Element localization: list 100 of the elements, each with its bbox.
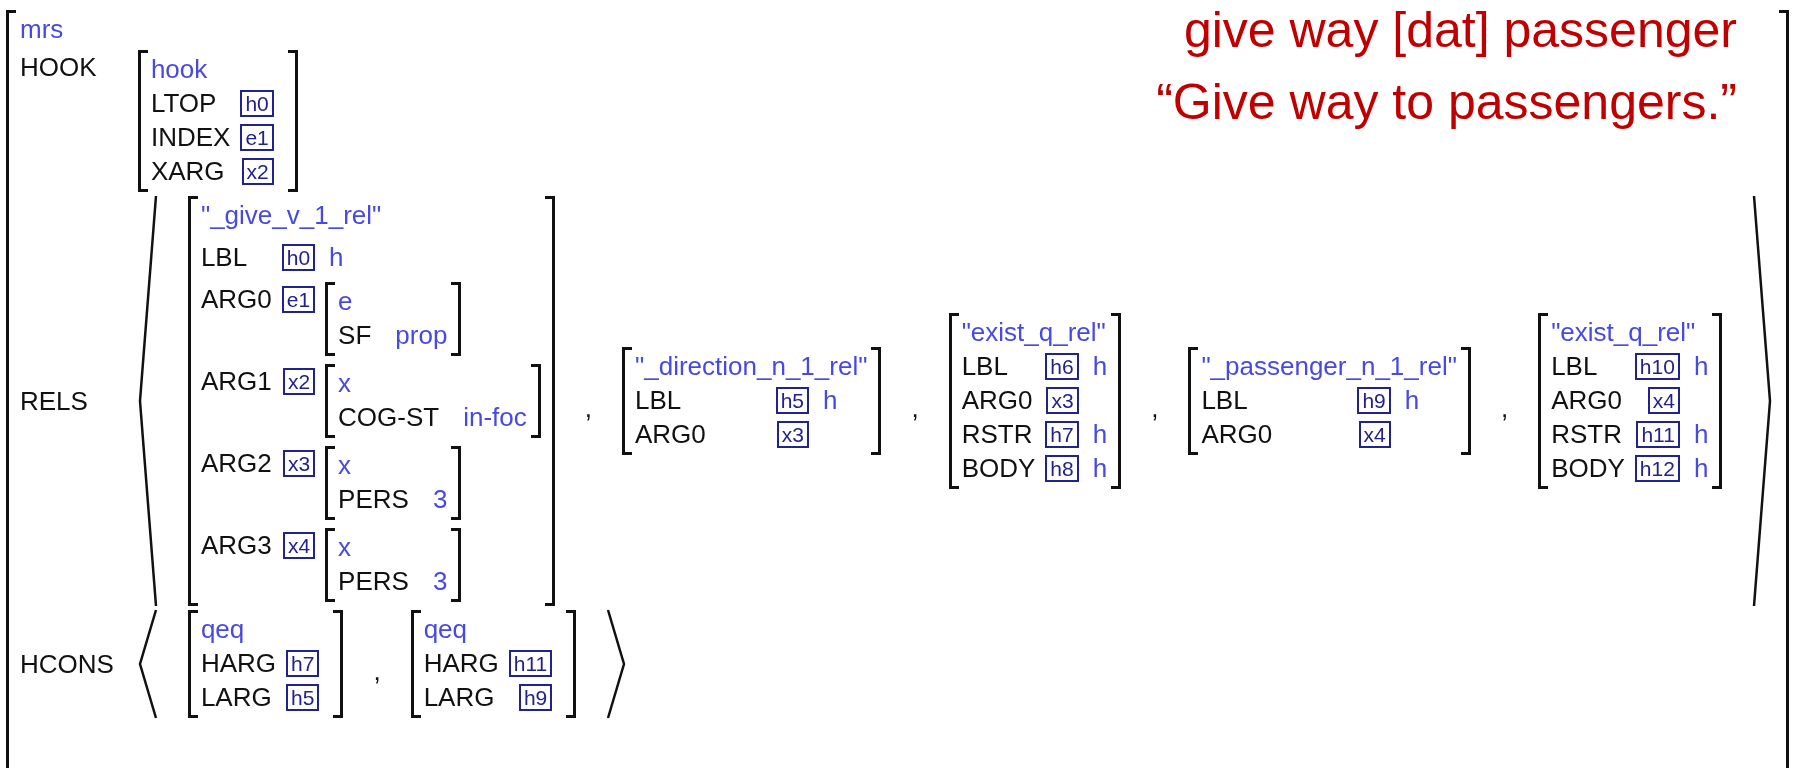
coreference-tag: h11 — [508, 650, 553, 677]
coreference-tag: h10 — [1634, 353, 1680, 380]
feature-name: ARG0 — [200, 283, 272, 316]
list-separator: , — [1500, 392, 1509, 425]
type-label: hook — [150, 53, 208, 86]
coreference-tag: x4 — [1358, 421, 1391, 448]
sentence-text: give way [dat] passenger — [1183, 1, 1737, 60]
feature-name: ARG0 — [961, 384, 1033, 417]
attribute-value-matrix — [325, 446, 462, 520]
feature-name: PERS — [338, 483, 409, 516]
type-label: "exist_q_rel" — [961, 316, 1106, 349]
feature-name: COG-ST — [338, 401, 440, 434]
attribute-value-matrix — [325, 528, 462, 602]
feature-name: RSTR — [1551, 418, 1622, 451]
coreference-tag: h0 — [281, 244, 316, 271]
feature-value: 3 — [432, 483, 448, 516]
coreference-tag: h8 — [1045, 455, 1079, 482]
attribute-value-matrix — [187, 196, 555, 606]
feature-name: HOOK — [20, 51, 97, 84]
feature-name: BODY — [961, 452, 1036, 485]
type-label: x — [338, 449, 352, 482]
coreference-tag: h9 — [518, 684, 553, 711]
feature-value: h — [329, 241, 344, 274]
coreference-tag: h7 — [1045, 421, 1079, 448]
feature-value: h — [1092, 418, 1108, 451]
type-label: x — [338, 367, 352, 400]
feature-name: ARG0 — [635, 418, 706, 451]
feature-name: LTOP — [150, 87, 217, 120]
attribute-value-matrix — [1188, 347, 1471, 455]
type-label: x — [338, 531, 352, 564]
feature-value: h — [1092, 452, 1108, 485]
feature-name: LBL — [961, 350, 1008, 383]
coreference-tag: h12 — [1634, 455, 1680, 482]
coreference-tag: x2 — [282, 368, 316, 395]
feature-name: LBL — [635, 384, 682, 417]
feature-name: ARG3 — [200, 529, 272, 562]
feature-name: HARG — [200, 647, 277, 680]
coreference-tag: x2 — [241, 158, 274, 185]
feature-value: 3 — [432, 565, 448, 598]
feature-name: XARG — [150, 155, 225, 188]
coreference-tag: x3 — [776, 421, 809, 448]
feature-name: PERS — [338, 565, 409, 598]
feature-value: in-foc — [463, 401, 527, 434]
feature-name: ARG1 — [200, 365, 272, 398]
feature-name: RSTR — [961, 418, 1033, 451]
attribute-value-matrix — [410, 610, 577, 718]
attribute-value-matrix — [622, 347, 882, 455]
coreference-tag: x4 — [1647, 387, 1680, 414]
coreference-tag: x4 — [282, 532, 316, 559]
attribute-value-matrix — [6, 10, 1789, 768]
attribute-value-matrix — [325, 364, 541, 438]
coreference-tag: h5 — [286, 684, 320, 711]
attribute-value-matrix — [325, 282, 462, 356]
feature-name: INDEX — [150, 121, 231, 154]
type-label: "_passenger_n_1_rel" — [1201, 350, 1457, 383]
feature-name: LBL — [200, 241, 248, 274]
coreference-tag: x3 — [1046, 387, 1079, 414]
feature-name: ARG2 — [200, 447, 272, 480]
attribute-value-matrix — [187, 610, 344, 718]
type-label: "exist_q_rel" — [1551, 316, 1696, 349]
type-label: qeq — [200, 613, 245, 646]
type-label: "_give_v_1_rel" — [200, 199, 382, 232]
feature-name: ARG0 — [1201, 418, 1273, 451]
feature-value: h — [823, 384, 838, 417]
coreference-tag: h11 — [1636, 421, 1680, 448]
feature-value: h — [1693, 418, 1709, 451]
sentence-text: “Give way to passengers.” — [1156, 73, 1737, 132]
feature-name: LARG — [423, 681, 495, 714]
feature-name: LARG — [200, 681, 272, 714]
list-separator: , — [584, 392, 592, 425]
list-separator: , — [1151, 392, 1159, 425]
coreference-tag: h7 — [286, 650, 320, 677]
feature-value: h — [1404, 384, 1420, 417]
feature-name: RELS — [20, 385, 88, 418]
attribute-value-matrix — [1538, 313, 1723, 489]
type-label: qeq — [423, 613, 467, 646]
coreference-tag: e1 — [240, 124, 274, 151]
feature-name: LBL — [1551, 350, 1598, 383]
feature-name: HCONS — [20, 648, 114, 681]
feature-name: LBL — [1201, 384, 1248, 417]
coreference-tag: e1 — [281, 286, 316, 313]
attribute-value-matrix — [137, 50, 298, 192]
coreference-tag: h9 — [1357, 387, 1391, 414]
feature-value: h — [1092, 350, 1108, 383]
feature-name: BODY — [1551, 452, 1625, 485]
list-separator: , — [373, 655, 381, 688]
feature-name: ARG0 — [1551, 384, 1622, 417]
type-label: e — [338, 285, 353, 318]
list-separator: , — [911, 392, 919, 425]
coreference-tag: x3 — [282, 450, 316, 477]
coreference-tag: h6 — [1045, 353, 1079, 380]
feature-name: HARG — [423, 647, 499, 680]
type-label: mrs — [20, 13, 64, 46]
feature-value: prop — [395, 319, 448, 352]
coreference-tag: h5 — [775, 387, 809, 414]
type-label: "_direction_n_1_rel" — [635, 350, 868, 383]
attribute-value-matrix — [948, 313, 1122, 489]
feature-value: h — [1693, 350, 1709, 383]
feature-value: h — [1693, 452, 1709, 485]
feature-name: SF — [338, 319, 372, 352]
